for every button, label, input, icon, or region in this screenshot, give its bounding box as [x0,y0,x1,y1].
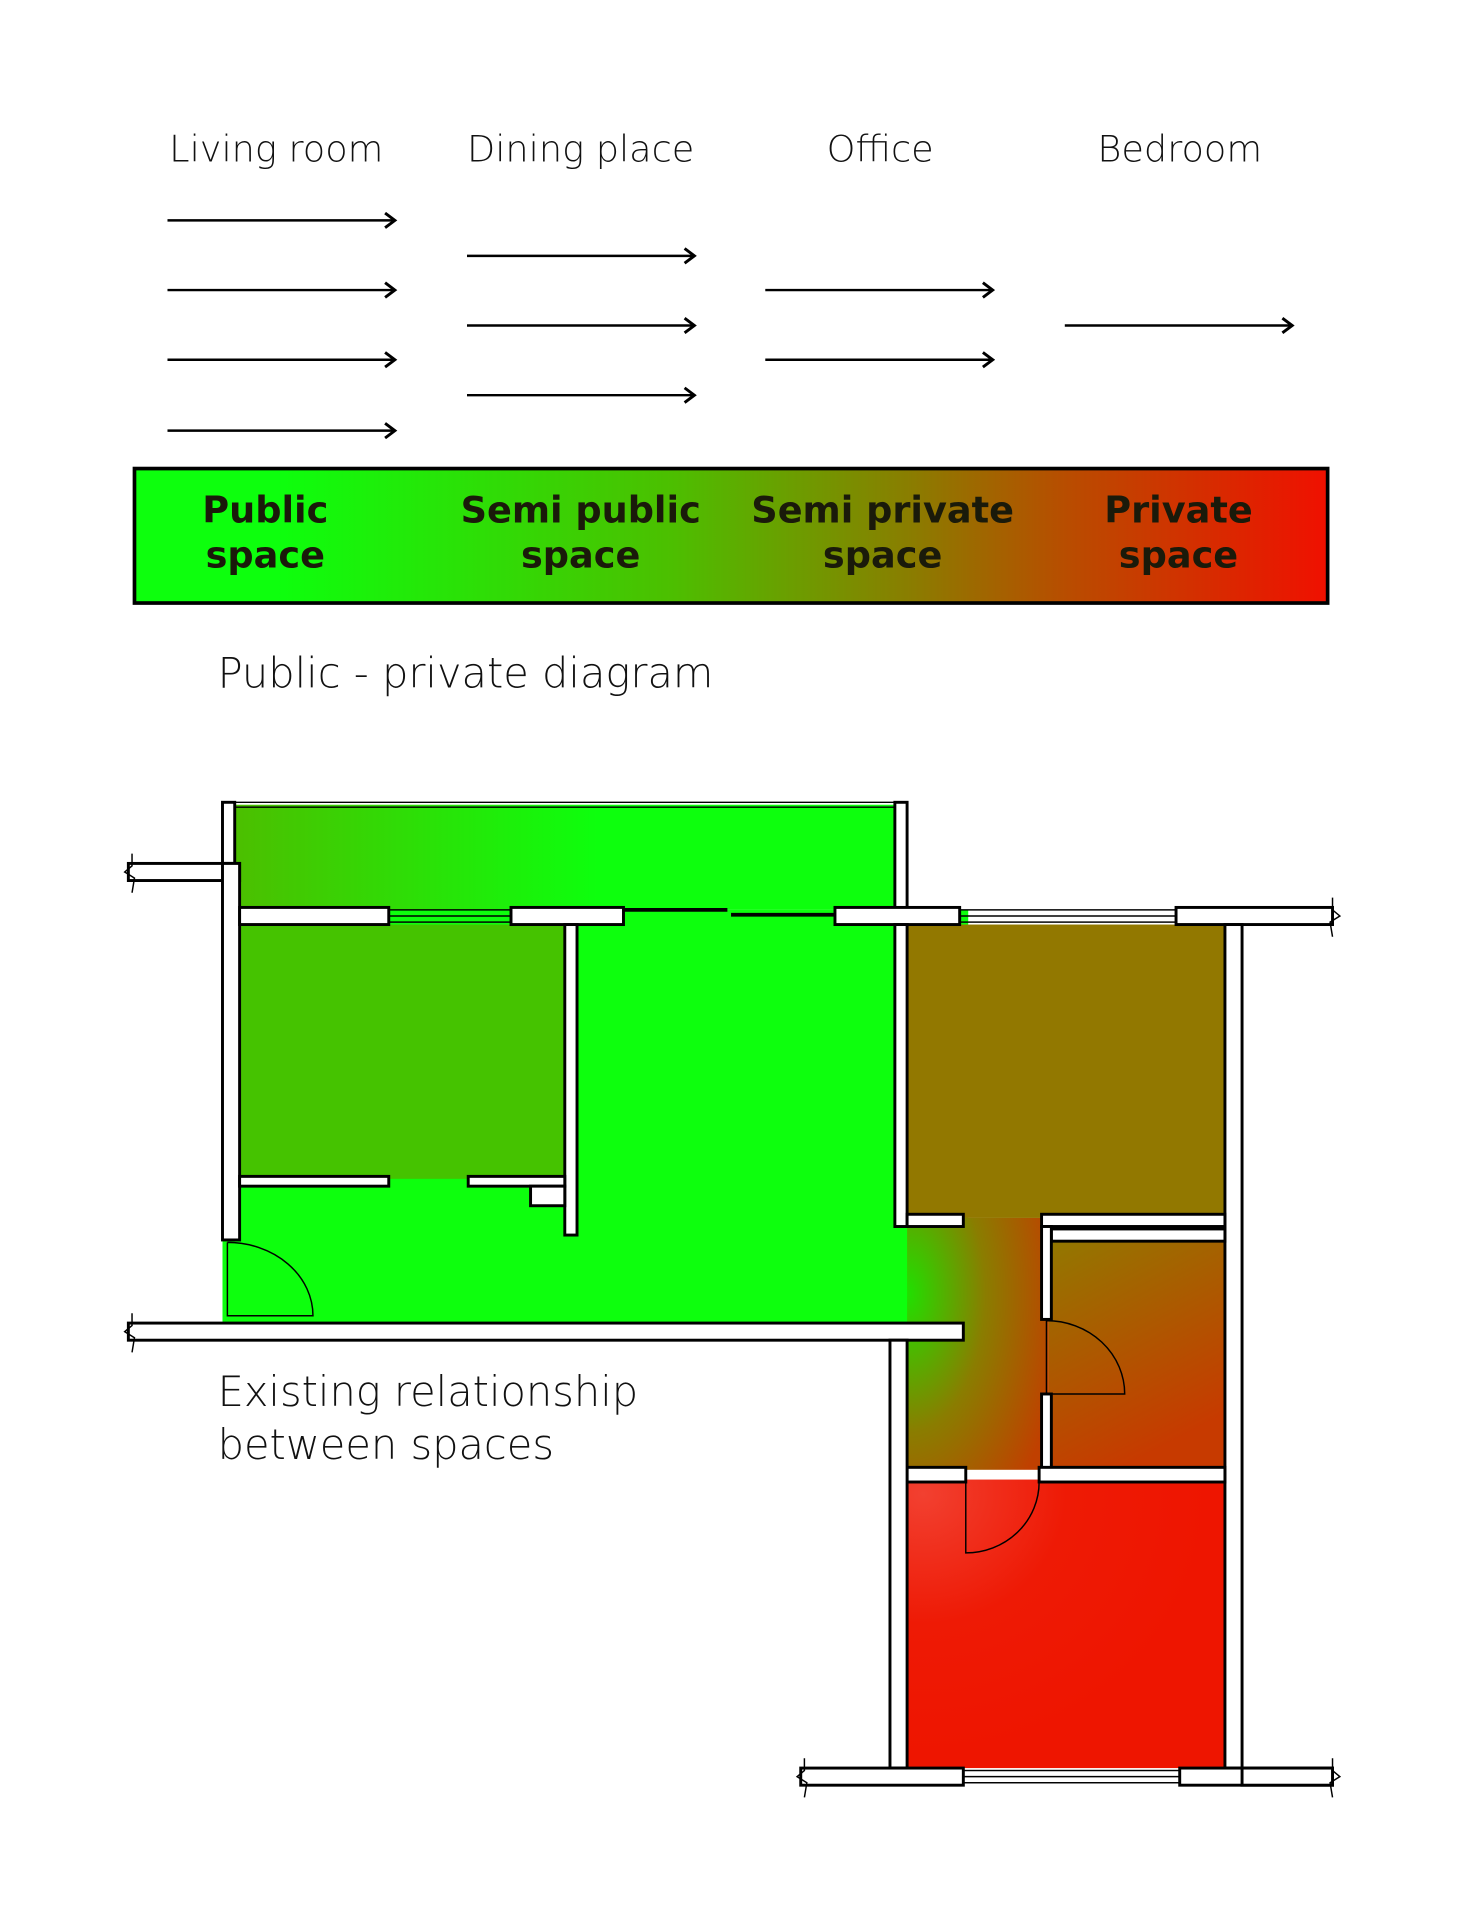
plan-caption-line-1: Existing relationship [218,1367,639,1416]
bathroom-zone [1048,1241,1225,1470]
break-line-icon [795,1758,808,1798]
break-line-icon [123,1313,136,1353]
column-title-bedroom: Bedroom [1097,128,1262,171]
bar-label-semi-public-2: space [521,534,640,577]
break-line-icon [1329,897,1342,937]
column-title-living-room: Living room [169,128,383,171]
hallway-zone [907,1217,1049,1470]
floor-plan [123,800,1342,1798]
bar-label-semi-public-1: Semi public [461,488,701,531]
bedroom-zone [907,1479,1225,1769]
column-title-dining-place: Dining place [467,128,694,171]
break-line-icon [1329,1758,1342,1798]
column-title-office: Office [827,128,934,171]
diagram-caption: Public - private diagram [218,648,714,697]
bathroom-door-icon [1045,1319,1126,1395]
bar-label-private-1: Private [1104,488,1253,531]
bar-label-private-2: space [1119,534,1238,577]
privacy-gradient-bar [132,466,1330,605]
break-line-icon [123,853,136,893]
plan-caption-line-2: between spaces [218,1420,554,1469]
bar-label-semi-private-1: Semi private [751,488,1014,531]
bar-label-public-2: space [206,534,325,577]
bar-label-public-1: Public [202,488,328,531]
bedroom-door-icon [965,1482,1040,1554]
walls [126,861,1334,1787]
balcony-zone [234,804,895,910]
office-zone [907,924,1225,1218]
room-semi-public [239,924,565,1179]
windows [388,908,1181,1784]
entrance-door-icon [226,1241,314,1317]
bar-label-semi-private-2: space [823,534,942,577]
